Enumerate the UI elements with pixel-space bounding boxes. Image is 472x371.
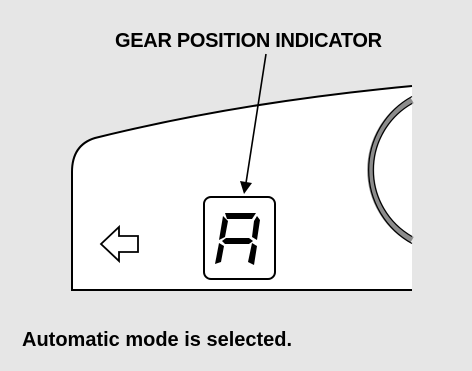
segment-upper-right: [252, 216, 260, 240]
left-arrow-icon: [99, 224, 139, 264]
diagram-caption: Automatic mode is selected.: [22, 329, 293, 351]
segment-lower-left: [215, 243, 224, 264]
segment-middle: [222, 238, 253, 244]
callout-arrowhead: [240, 181, 252, 194]
instrument-panel-outline: [71, 85, 413, 291]
segment-lower-right: [248, 243, 257, 265]
callout-leader-line: [245, 53, 267, 184]
seven-segment-a-glyph: [215, 213, 260, 265]
instrument-panel: [72, 86, 412, 290]
dial-ring-inner-edge: [372, 102, 413, 238]
dial-ring-outer-edge: [368, 95, 413, 245]
gear-position-indicator-label: GEAR POSITION INDICATOR: [115, 30, 382, 52]
segment-top: [225, 213, 256, 219]
segment-upper-left: [219, 216, 228, 240]
dial-ring: [367, 96, 414, 244]
